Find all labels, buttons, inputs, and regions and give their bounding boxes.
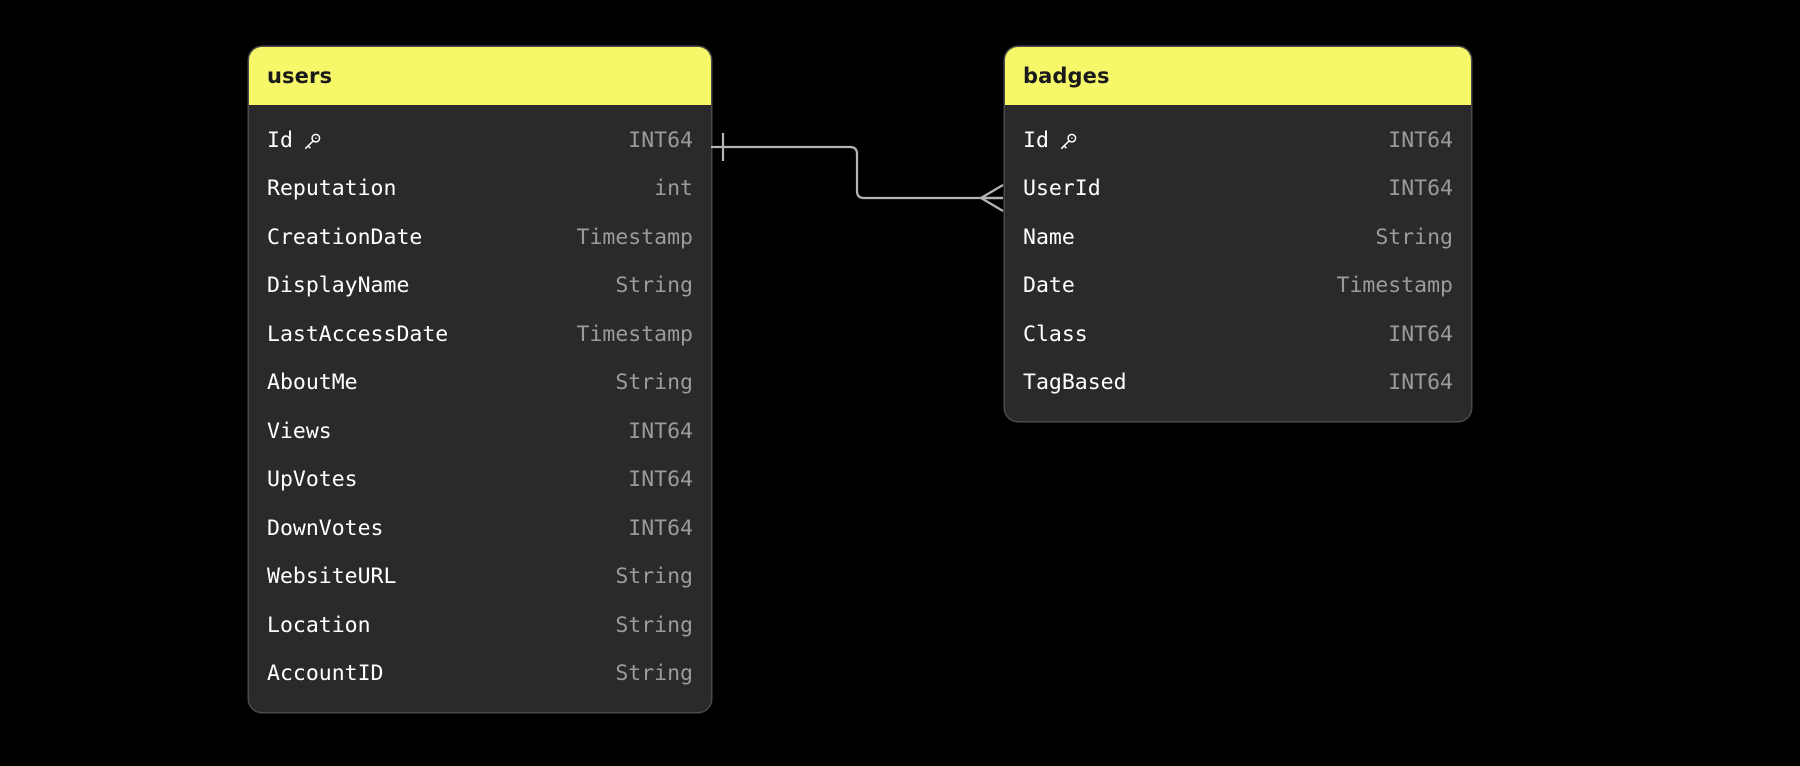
- column-name: Date: [1023, 273, 1075, 298]
- column-name: Name: [1023, 224, 1075, 250]
- column-name: UserId: [1023, 176, 1101, 201]
- column-name: LastAccessDate: [267, 321, 449, 347]
- key-icon: [302, 131, 323, 152]
- column-type: Timestamp: [576, 224, 694, 250]
- column-type: String: [615, 273, 693, 298]
- column-type: String: [615, 661, 693, 686]
- column-name-cell: Class: [1023, 321, 1088, 347]
- column-type: String: [615, 370, 693, 395]
- column-row[interactable]: CreationDate Timestamp: [249, 213, 711, 262]
- entity-title: badges: [1023, 64, 1110, 88]
- column-name: WebsiteURL: [267, 564, 397, 589]
- column-name-cell: Name: [1023, 224, 1075, 250]
- column-type: INT64: [628, 418, 693, 444]
- column-name: DisplayName: [267, 273, 410, 298]
- column-name-cell: CreationDate: [267, 224, 423, 250]
- column-type: int: [654, 176, 693, 201]
- column-type: Timestamp: [1336, 273, 1454, 298]
- column-type: Timestamp: [576, 321, 694, 347]
- column-row[interactable]: Views INT64: [249, 407, 711, 456]
- column-type: INT64: [1388, 370, 1453, 395]
- column-type: INT64: [628, 515, 693, 541]
- column-type: INT64: [1388, 321, 1453, 347]
- column-type: INT64: [628, 467, 693, 492]
- column-type: String: [615, 564, 693, 589]
- column-name-cell: DownVotes: [267, 515, 384, 541]
- column-row[interactable]: Id INT64: [1005, 116, 1471, 165]
- column-name: Views: [267, 418, 332, 444]
- column-name: TagBased: [1023, 370, 1127, 395]
- column-row[interactable]: Id INT64: [249, 116, 711, 165]
- column-row[interactable]: TagBased INT64: [1005, 359, 1471, 408]
- column-name: Reputation: [267, 176, 397, 201]
- column-row[interactable]: DisplayName String: [249, 262, 711, 311]
- column-name: Id: [1023, 127, 1049, 153]
- column-row[interactable]: AccountID String: [249, 650, 711, 699]
- column-type: String: [1375, 224, 1453, 250]
- column-name-cell: Id: [267, 127, 323, 153]
- column-type: String: [615, 612, 693, 638]
- column-row[interactable]: Date Timestamp: [1005, 262, 1471, 311]
- column-name: DownVotes: [267, 515, 384, 541]
- column-name: Class: [1023, 321, 1088, 347]
- column-name: UpVotes: [267, 467, 358, 492]
- column-name-cell: AccountID: [267, 663, 384, 685]
- column-row[interactable]: LastAccessDate Timestamp: [249, 310, 711, 359]
- relationship-users-badges[interactable]: [711, 133, 1004, 212]
- column-name-cell: Id: [1023, 127, 1079, 153]
- column-name-cell: UpVotes: [267, 469, 358, 491]
- key-icon: [1058, 131, 1079, 152]
- column-name-cell: AboutMe: [267, 372, 358, 394]
- cardinality-many-marker: [979, 184, 1004, 212]
- column-name: AboutMe: [267, 370, 358, 395]
- relationship-line: [711, 145, 1003, 200]
- column-type: INT64: [1388, 176, 1453, 201]
- column-type: INT64: [1388, 127, 1453, 153]
- column-name-cell: Location: [267, 612, 371, 638]
- column-name-cell: DisplayName: [267, 275, 409, 297]
- column-name-cell: LastAccessDate: [267, 321, 449, 347]
- column-row[interactable]: UpVotes INT64: [249, 456, 711, 505]
- column-type: INT64: [628, 127, 693, 153]
- column-row[interactable]: DownVotes INT64: [249, 504, 711, 553]
- entity-header-users: users: [249, 47, 711, 105]
- column-row[interactable]: Class INT64: [1005, 310, 1471, 359]
- column-name: Location: [267, 612, 371, 638]
- column-name-cell: UserId: [1023, 178, 1101, 200]
- column-name-cell: WebsiteURL: [267, 566, 396, 588]
- column-name-cell: TagBased: [1023, 372, 1127, 394]
- entity-title: users: [267, 64, 333, 88]
- column-name-cell: Reputation: [267, 178, 396, 200]
- column-name: Id: [267, 127, 293, 153]
- column-row[interactable]: WebsiteURL String: [249, 553, 711, 602]
- entity-header-badges: badges: [1005, 47, 1471, 105]
- column-name-cell: Views: [267, 418, 332, 444]
- column-row[interactable]: AboutMe String: [249, 359, 711, 408]
- column-name-cell: Date: [1023, 275, 1075, 297]
- column-name: CreationDate: [267, 224, 423, 250]
- column-row[interactable]: Reputation int: [249, 165, 711, 214]
- column-row[interactable]: UserId INT64: [1005, 165, 1471, 214]
- column-row[interactable]: Name String: [1005, 213, 1471, 262]
- column-name: AccountID: [267, 661, 384, 686]
- column-row[interactable]: Location String: [249, 601, 711, 650]
